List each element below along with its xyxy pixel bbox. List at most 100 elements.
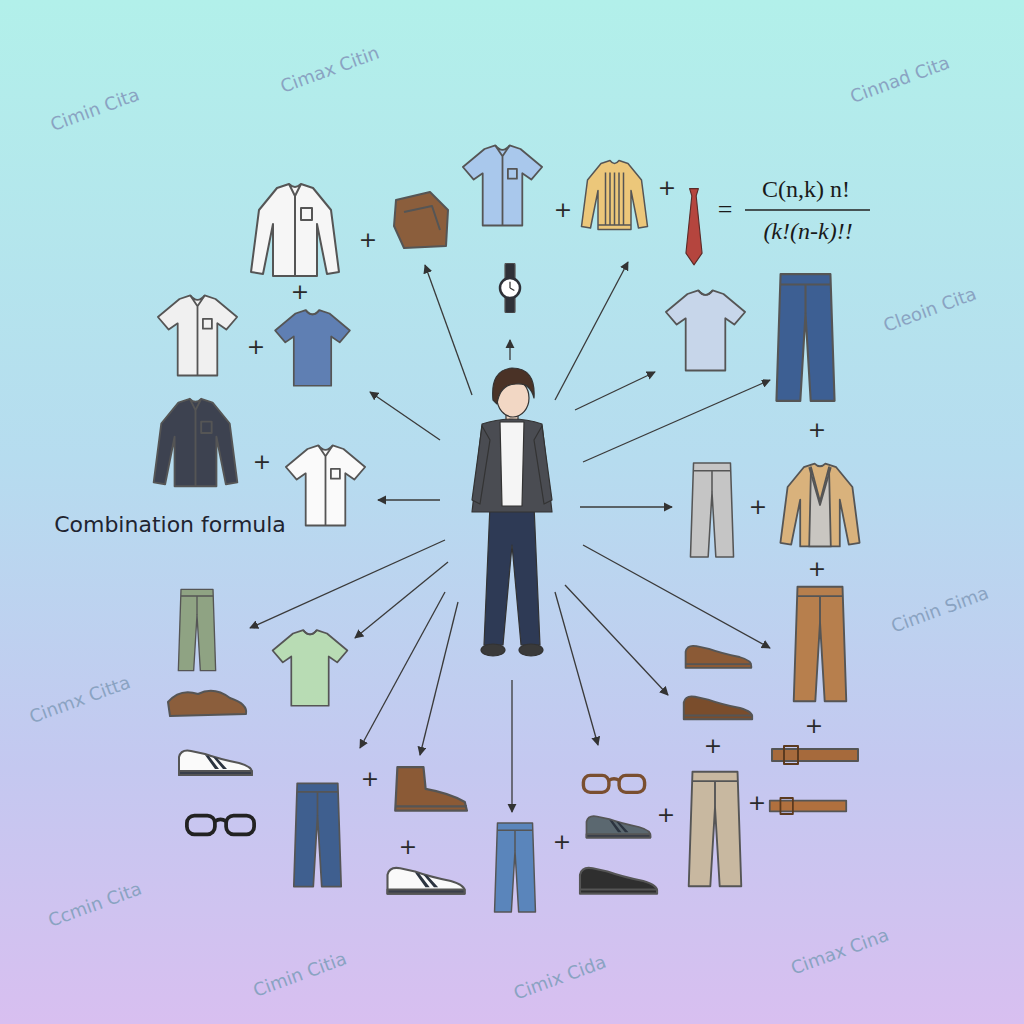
watermark: Cinmx Citta — [27, 672, 133, 728]
short-shirt — [286, 445, 365, 525]
grey-pants — [690, 463, 733, 557]
label-slot: Combination formula — [54, 512, 286, 537]
watermark: Cimin Sima — [888, 583, 991, 637]
glasses — [187, 816, 254, 835]
arrows — [250, 262, 770, 812]
label-slot: + — [247, 334, 265, 359]
arrow — [511, 680, 512, 812]
tan-jacket — [780, 464, 859, 547]
label-slot: Cimax Cina — [788, 925, 891, 980]
jeans — [484, 505, 540, 645]
shoe — [481, 644, 505, 656]
plus-sign: + — [361, 766, 379, 791]
shoe — [684, 696, 753, 719]
arrow — [370, 392, 440, 440]
arrow — [250, 540, 445, 628]
label-slot: Cimin Cita — [48, 84, 142, 135]
label-slot: + — [808, 417, 826, 442]
label-slot: Cleoin Cita — [881, 284, 980, 337]
label-slot: Cimin Sima — [888, 583, 991, 637]
cardigan — [472, 419, 552, 512]
plus-sign: + — [704, 733, 722, 758]
arrow — [509, 340, 510, 360]
label-slot: + — [554, 197, 572, 222]
fabric-pile — [168, 691, 246, 716]
sneaker — [388, 868, 465, 894]
label-slot: + — [704, 733, 722, 758]
label-slot: + — [553, 829, 571, 854]
green-pants — [178, 589, 215, 670]
plus-sign: + — [247, 334, 265, 359]
arrow — [575, 372, 655, 410]
glasses — [583, 775, 644, 792]
short-shirt — [463, 145, 542, 225]
watermark: Cinnad Cita — [847, 52, 952, 107]
label-slot: + — [291, 279, 309, 304]
label-slot: + — [657, 802, 675, 827]
plus-sign: + — [359, 227, 377, 252]
folded-jacket — [394, 192, 448, 248]
arrow — [360, 592, 445, 748]
label-slot: + — [808, 556, 826, 581]
label-slot: Ccmin Cita — [46, 879, 145, 932]
jeans — [294, 783, 341, 886]
watermark: Cimin Cita — [48, 84, 142, 135]
arrow — [378, 499, 440, 500]
plus-sign: + — [399, 834, 417, 859]
arrow — [355, 562, 448, 638]
plus-sign: + — [554, 197, 572, 222]
label-slot: + — [749, 494, 767, 519]
plus-sign: + — [553, 829, 571, 854]
watermark: Cimax Cina — [788, 925, 891, 980]
brown-pants — [794, 587, 847, 701]
arrow — [565, 585, 668, 695]
inner-shirt — [500, 422, 524, 506]
blouse — [275, 310, 350, 386]
dark-jacket — [154, 399, 238, 486]
label-slot: Cinmx Citta — [27, 672, 133, 728]
fraction-bar — [745, 209, 870, 211]
plus-sign: + — [253, 449, 271, 474]
plus-sign: + — [658, 175, 676, 200]
shoe — [519, 644, 543, 656]
label-slot: = — [718, 195, 733, 225]
label-slot: Cimin Citia — [250, 949, 349, 1002]
arrow — [555, 592, 598, 745]
watch — [500, 263, 520, 313]
watermark: Ccmin Cita — [46, 879, 145, 932]
plus-sign: + — [808, 556, 826, 581]
shoe — [580, 868, 657, 894]
plus-sign: + — [749, 494, 767, 519]
formula-numerator: C(n,k) n! — [762, 176, 850, 204]
sleeve — [472, 426, 490, 504]
jeans — [776, 274, 834, 401]
arrow — [425, 265, 472, 395]
label-slot: + — [805, 713, 823, 738]
fold-line — [404, 206, 440, 230]
label-slot: + — [359, 227, 377, 252]
arrow — [583, 545, 770, 648]
plus-sign: + — [808, 417, 826, 442]
arrow — [555, 262, 628, 400]
long-shirt — [251, 184, 339, 276]
watermark: Cleoin Cita — [881, 284, 980, 337]
person — [472, 368, 552, 656]
boot — [395, 767, 467, 810]
sneaker — [179, 751, 252, 775]
label-slot: + — [748, 790, 766, 815]
shoe — [587, 816, 651, 837]
short-shirt — [158, 295, 237, 375]
green-t-shirt — [273, 630, 348, 706]
belt — [770, 798, 846, 814]
plus-sign: + — [657, 802, 675, 827]
watermark: Cimix Cida — [511, 952, 609, 1004]
khaki-pants — [689, 772, 742, 886]
shoe — [686, 646, 752, 668]
label-slot: + — [361, 766, 379, 791]
label-slot: C(n,k) n! — [762, 176, 850, 204]
arrow — [580, 506, 672, 507]
belt — [772, 746, 858, 764]
watermark: Cimax Citin — [278, 43, 382, 98]
hair — [493, 368, 535, 404]
